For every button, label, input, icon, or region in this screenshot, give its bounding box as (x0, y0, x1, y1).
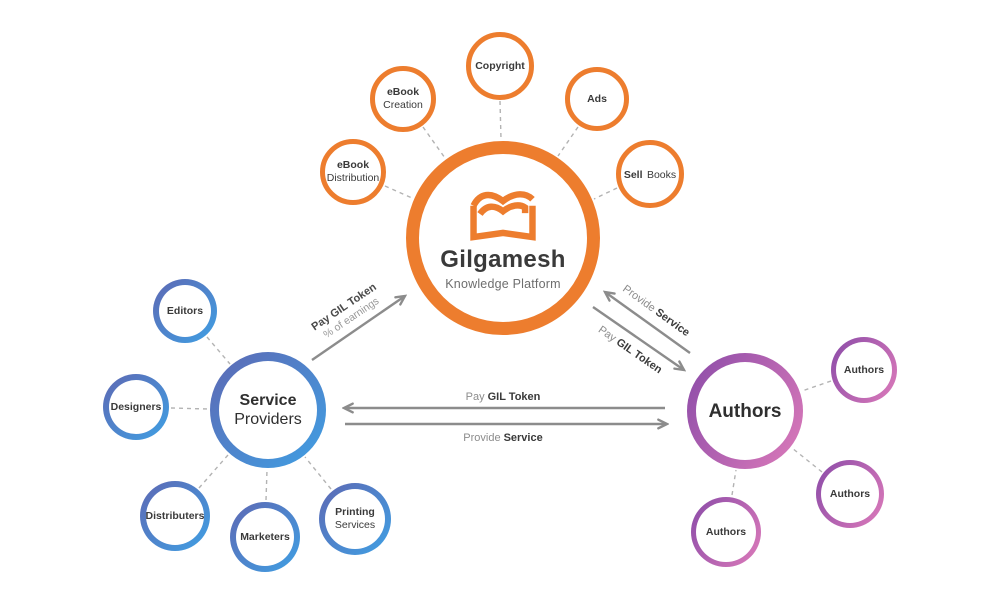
arrow-platform-to-authors (592, 306, 684, 370)
node-label: Authors (708, 400, 782, 422)
connector-authors-bottom-right (791, 447, 823, 473)
open-book-icon (470, 190, 536, 241)
node-ebook-creation: eBook Creation (370, 66, 436, 132)
node-label: Ads (587, 92, 607, 105)
connector-sell-books (593, 187, 618, 200)
node-label: Distribution (326, 172, 380, 184)
node-label: Service (239, 392, 297, 409)
connector-ebook-creation (422, 126, 446, 159)
node-authors-top-right: Authors (831, 337, 897, 403)
node-label: Copyright (475, 59, 525, 72)
node-label: Sell Books (623, 168, 677, 181)
node-sell-books: Sell Books (616, 140, 684, 208)
node-label: Designers (110, 400, 162, 413)
node-marketers: Marketers (230, 502, 300, 572)
connector-copyright (499, 100, 502, 140)
node-authors-bottom-left: Authors (691, 497, 761, 567)
node-label: eBook (336, 159, 370, 171)
node-label: Providers (234, 411, 302, 428)
connector-printing-services (304, 456, 332, 490)
node-ebook-distribution: eBook Distribution (320, 139, 386, 205)
connector-ebook-distribution (384, 185, 413, 199)
connector-authors-top-right (801, 380, 832, 392)
node-label: Editors (166, 304, 204, 317)
node-label: Distributers (145, 509, 205, 522)
node-label: Authors (705, 525, 747, 538)
arrow-sp-to-platform (311, 296, 405, 361)
node-label: Marketers (240, 530, 290, 543)
node-designers: Designers (103, 374, 169, 440)
platform-subtitle: Knowledge Platform (445, 276, 561, 291)
node-label: Authors (843, 363, 885, 376)
connector-editors (206, 336, 231, 365)
node-label: eBook (386, 86, 420, 98)
node-distributers: Distributers (140, 481, 210, 551)
node-authors-hub: Authors (687, 353, 803, 469)
platform-title: Gilgamesh (440, 245, 566, 273)
arrow-authors-to-platform (605, 292, 691, 354)
node-authors-bottom-right: Authors (816, 460, 884, 528)
node-copyright: Copyright (466, 32, 534, 100)
connector-distributers (198, 454, 229, 489)
node-editors: Editors (153, 279, 217, 343)
node-service-providers: Service Providers (210, 352, 326, 468)
node-label: Authors (829, 487, 871, 500)
node-label: Printing (335, 506, 375, 518)
node-label: Services (334, 519, 376, 531)
node-printing-services: Printing Services (319, 483, 391, 555)
node-gilgamesh-platform: Gilgamesh Knowledge Platform (406, 141, 600, 335)
connector-ads (557, 126, 579, 157)
node-ads: Ads (565, 67, 629, 131)
connector-marketers (265, 469, 268, 501)
connector-authors-bottom-left (731, 469, 737, 496)
connector-designers (170, 407, 209, 410)
node-label: Creation (383, 99, 423, 111)
